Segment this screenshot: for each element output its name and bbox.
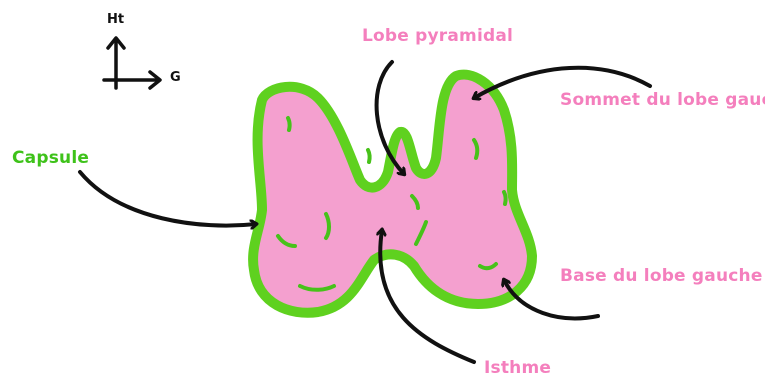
arrow-capsule (80, 172, 256, 226)
label-base-lobe-gauche: Base du lobe gauche (560, 266, 763, 286)
axis-up-label: Ht (107, 12, 124, 27)
thyroid-gland (253, 75, 532, 313)
label-capsule: Capsule (12, 148, 89, 168)
orientation-axes (104, 38, 160, 88)
label-lobe-pyramidal: Lobe pyramidal (362, 26, 513, 46)
axis-right-label: G (170, 70, 181, 85)
label-sommet-lobe-gauche: Sommet du lobe gauche (560, 90, 765, 110)
label-isthme: Isthme (484, 358, 551, 378)
